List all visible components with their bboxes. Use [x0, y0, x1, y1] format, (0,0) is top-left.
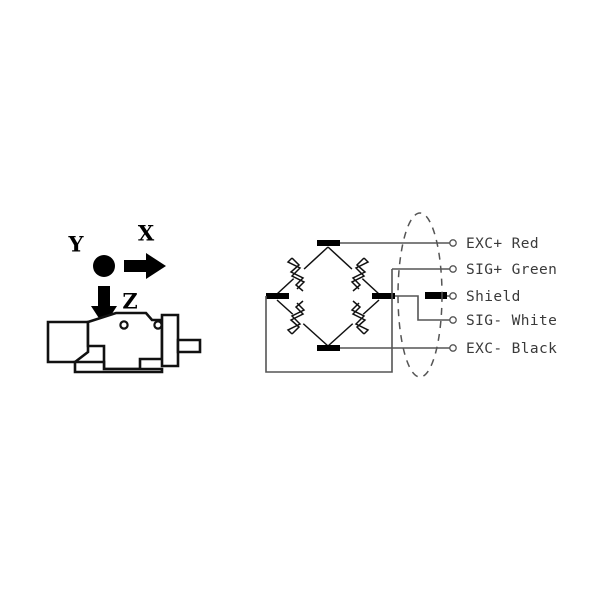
mounting-hole-icon [119, 320, 129, 330]
bridge-resistor [281, 300, 317, 336]
shield-bar-icon [425, 292, 447, 299]
y-axis-dot-icon [93, 255, 115, 277]
terminal-sig-minus[interactable]: SIG- White [449, 313, 558, 329]
bridge-circuit-group [266, 240, 395, 351]
terminal-label: EXC- Black [466, 341, 557, 357]
wire-sig-plus-loop [265, 269, 393, 373]
terminal-shield[interactable]: Shield [449, 289, 521, 305]
bridge-resistor [339, 300, 375, 336]
terminal-label: EXC+ Red [466, 236, 539, 252]
terminal-label: SIG- White [466, 313, 557, 329]
terminal-dot-icon[interactable] [449, 265, 457, 273]
cable-shield-ellipse-icon [397, 212, 443, 378]
terminal-dot-icon[interactable] [449, 239, 457, 247]
bridge-node-top [317, 240, 340, 246]
axis-label-x: X [138, 221, 155, 246]
load-cell-cable [176, 338, 202, 354]
bridge-node-right [372, 293, 395, 299]
bridge-node-left [266, 293, 289, 299]
terminal-exc-plus[interactable]: EXC+ Red [449, 236, 539, 252]
terminal-dot-icon[interactable] [449, 344, 457, 352]
terminal-sig-plus[interactable]: SIG+ Green [449, 262, 558, 278]
terminal-list: EXC+ Red SIG+ Green Shield SIG- White EX… [449, 236, 558, 357]
axis-label-y: Y [68, 232, 85, 257]
x-axis-arrow-icon [124, 253, 166, 279]
terminal-dot-icon[interactable] [449, 316, 457, 324]
bridge-node-bottom [317, 345, 340, 351]
terminal-label: Shield [466, 289, 521, 305]
wiring-group [265, 242, 450, 373]
bridge-resistor [339, 256, 375, 292]
load-cell-group: Y X Z [46, 221, 202, 374]
terminal-label: SIG+ Green [466, 262, 557, 278]
terminal-exc-minus[interactable]: EXC- Black [449, 341, 558, 357]
bridge-resistor [281, 256, 317, 292]
axis-label-z: Z [122, 289, 137, 314]
wire-sig-minus [395, 295, 450, 321]
mounting-hole-icon [153, 320, 163, 330]
load-cell-body [46, 311, 202, 374]
terminal-dot-icon[interactable] [449, 292, 457, 300]
